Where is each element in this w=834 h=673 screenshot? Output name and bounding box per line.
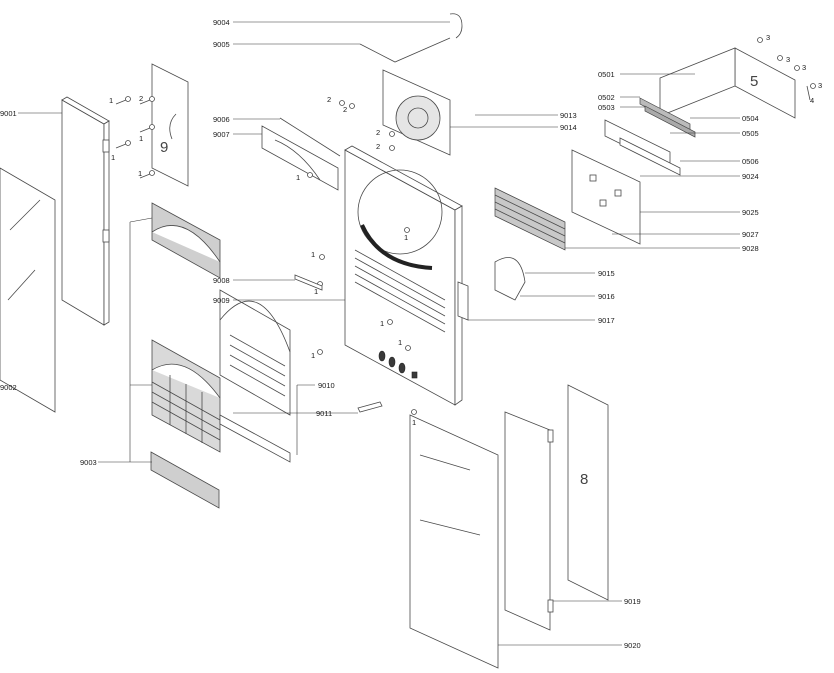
screw-label: 1 bbox=[139, 134, 143, 143]
screw-label: 3 bbox=[766, 33, 770, 42]
screws-bracket-9: 1 2 1 1 1 bbox=[109, 94, 155, 179]
label-9011: 9011 bbox=[316, 409, 332, 418]
screw-label: 1 bbox=[296, 173, 300, 182]
label-9020: 9020 bbox=[624, 641, 641, 650]
screw-label: 2 bbox=[139, 94, 143, 103]
part-0502-0505-strips bbox=[604, 97, 696, 176]
label-9027: 9027 bbox=[742, 230, 759, 239]
part-9014-fan: 2 2 2 2 bbox=[327, 69, 451, 156]
panel-number-9: 9 bbox=[160, 139, 168, 156]
leader-lines bbox=[18, 21, 740, 646]
panel-number-5: 5 bbox=[750, 73, 758, 90]
label-9014: 9014 bbox=[560, 123, 577, 132]
part-5-control-box: 5 3 3 3 3 4 bbox=[659, 33, 822, 119]
label-0506: 0506 bbox=[742, 157, 759, 166]
screw-label: 2 bbox=[327, 95, 331, 104]
part-number-labels: 9001 9002 9003 9004 9005 9006 9007 9008 … bbox=[0, 18, 759, 650]
label-9028: 9028 bbox=[742, 244, 759, 253]
label-9007: 9007 bbox=[213, 130, 230, 139]
label-9019: 9019 bbox=[624, 597, 641, 606]
screw-label: 2 bbox=[376, 128, 380, 137]
label-9025: 9025 bbox=[742, 208, 759, 217]
part-9010-grille-frame bbox=[219, 289, 291, 463]
main-frame-housing: 1 1 1 1 1 1 bbox=[311, 145, 463, 406]
label-0503: 0503 bbox=[598, 103, 615, 112]
part-8-back-panel: 8 bbox=[567, 384, 609, 601]
part-9004-hook bbox=[449, 13, 463, 39]
label-9024: 9024 bbox=[742, 172, 759, 181]
screw-label: 3 bbox=[786, 55, 790, 64]
screw-label: 1 bbox=[398, 338, 402, 347]
label-9004: 9004 bbox=[213, 18, 230, 27]
label-9008: 9008 bbox=[213, 276, 230, 285]
part-9025-circuit-board bbox=[571, 149, 641, 245]
label-9010: 9010 bbox=[318, 381, 335, 390]
part-9017-sensor bbox=[457, 281, 469, 321]
part-9005-wire bbox=[359, 37, 451, 63]
part-9006-9007-fan-cover: 1 bbox=[261, 117, 341, 191]
part-9020-front-panel: 1 bbox=[409, 409, 499, 669]
screw-label: 1 bbox=[138, 169, 142, 178]
screw-label: 1 bbox=[311, 250, 315, 259]
label-9017: 9017 bbox=[598, 316, 615, 325]
screw-label: 4 bbox=[810, 96, 814, 105]
screw-label: 1 bbox=[412, 418, 416, 427]
label-9013: 9013 bbox=[560, 111, 577, 120]
screw-label: 2 bbox=[343, 105, 347, 114]
screw-label: 1 bbox=[311, 351, 315, 360]
part-9008-clip bbox=[294, 274, 323, 291]
screw-label: 1 bbox=[109, 96, 113, 105]
screw-label: 2 bbox=[376, 142, 380, 151]
screw-label: 1 bbox=[404, 233, 408, 242]
label-9016: 9016 bbox=[598, 292, 615, 301]
screw-label: 3 bbox=[802, 63, 806, 72]
part-9001-side-panel bbox=[61, 96, 110, 326]
label-9001: 9001 bbox=[0, 109, 17, 118]
part-9003-filter-top bbox=[151, 202, 221, 279]
part-9028-heatsink bbox=[494, 187, 566, 251]
part-9-bracket: 9 bbox=[151, 63, 189, 187]
screw-label: 1 bbox=[111, 153, 115, 162]
screw-label: 3 bbox=[818, 81, 822, 90]
label-9009: 9009 bbox=[213, 296, 230, 305]
control-knobs bbox=[378, 350, 418, 379]
label-9002: 9002 bbox=[0, 383, 17, 392]
label-9015: 9015 bbox=[598, 269, 615, 278]
label-9005: 9005 bbox=[213, 40, 230, 49]
label-9003: 9003 bbox=[80, 458, 97, 467]
label-0501: 0501 bbox=[598, 70, 615, 79]
label-9006: 9006 bbox=[213, 115, 230, 124]
part-9003-filter-grille bbox=[151, 339, 221, 453]
label-0505: 0505 bbox=[742, 129, 759, 138]
part-9015-9016-fan-housing bbox=[494, 257, 526, 301]
part-9003-filter-bottom bbox=[150, 451, 220, 509]
part-9002-glass-panel bbox=[0, 167, 56, 413]
label-0504: 0504 bbox=[742, 114, 759, 123]
label-0502: 0502 bbox=[598, 93, 615, 102]
screw-label: 1 bbox=[380, 319, 384, 328]
panel-number-8: 8 bbox=[580, 471, 588, 488]
part-9011-clip bbox=[357, 401, 383, 413]
screw-label: 1 bbox=[314, 287, 318, 296]
part-9019-inner-panel bbox=[504, 411, 554, 631]
